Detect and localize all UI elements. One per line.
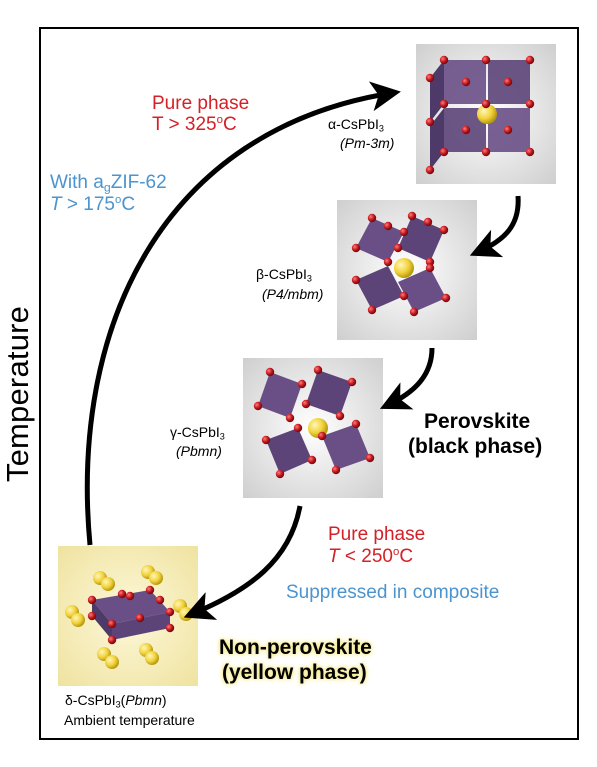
iodide-atom bbox=[285, 413, 295, 423]
iodide-atom bbox=[293, 423, 303, 433]
cooling-pure-temp: T < 250oC bbox=[328, 546, 414, 567]
alpha-space-group: (Pm-3m) bbox=[340, 135, 395, 151]
beta-to-gamma-arrow bbox=[379, 347, 435, 410]
beta-space-group: (P4/mbm) bbox=[262, 286, 324, 302]
iodide-atom bbox=[481, 99, 491, 109]
iodide-atom bbox=[87, 611, 97, 621]
iodide-atom bbox=[367, 213, 377, 223]
iodide-atom bbox=[409, 307, 419, 317]
iodide-atom bbox=[275, 469, 285, 479]
gamma-phase-structure bbox=[243, 358, 383, 498]
iodide-atom bbox=[461, 77, 471, 87]
composite-label: With agZIF-62 bbox=[50, 172, 167, 195]
iodide-atom bbox=[503, 77, 513, 87]
yellow-phase-label: (yellow phase) bbox=[222, 661, 367, 684]
cooling-pure-phase-label: Pure phase bbox=[328, 524, 426, 545]
iodide-atom bbox=[313, 365, 323, 375]
delta-phase-label: δ-CsPbI3(Pbmn) bbox=[65, 692, 167, 710]
beta-phase-structure bbox=[337, 200, 477, 340]
iodide-atom bbox=[425, 165, 435, 175]
iodide-atom bbox=[117, 589, 127, 599]
iodide-atom bbox=[165, 623, 175, 633]
iodide-atom bbox=[383, 221, 393, 231]
iodide-atom bbox=[439, 147, 449, 157]
iodide-atom bbox=[253, 401, 263, 411]
alpha-to-beta-arrow bbox=[469, 195, 521, 258]
iodide-atom bbox=[503, 125, 513, 135]
iodide-atom bbox=[145, 585, 155, 595]
iodide-atom bbox=[307, 455, 317, 465]
non-perovskite-label: Non-perovskite bbox=[219, 636, 372, 659]
iodide-atom bbox=[351, 275, 361, 285]
iodide-atom bbox=[425, 117, 435, 127]
composite-temp: T > 175oC bbox=[50, 194, 136, 215]
iodide-atom bbox=[125, 591, 135, 601]
iodide-atom bbox=[331, 465, 341, 475]
figure-frame bbox=[39, 27, 579, 740]
iodide-atom bbox=[441, 293, 451, 303]
iodide-atom bbox=[317, 431, 327, 441]
iodide-atom bbox=[165, 607, 175, 617]
delta-phase-structure bbox=[58, 546, 198, 686]
iodide-atom bbox=[425, 263, 435, 273]
iodide-atom bbox=[461, 125, 471, 135]
iodide-atom bbox=[335, 411, 345, 421]
iodide-atoms bbox=[87, 55, 535, 645]
iodide-atom bbox=[399, 291, 409, 301]
iodide-atom bbox=[365, 453, 375, 463]
heating-pure-phase-label: Pure phase bbox=[152, 93, 250, 114]
iodide-atom bbox=[425, 73, 435, 83]
iodide-atom bbox=[135, 613, 145, 623]
gamma-to-delta-arrow bbox=[183, 505, 303, 620]
iodide-atom bbox=[481, 147, 491, 157]
gamma-phase-label: γ-CsPbI3 bbox=[170, 424, 225, 442]
iodide-atom bbox=[439, 99, 449, 109]
iodide-atom bbox=[481, 55, 491, 65]
iodide-atom bbox=[525, 99, 535, 109]
iodide-atom bbox=[297, 379, 307, 389]
heating-pure-temp: T > 325oC bbox=[152, 114, 237, 135]
delta-condition: Ambient temperature bbox=[64, 712, 195, 728]
iodide-atom bbox=[393, 243, 403, 253]
iodide-atom bbox=[107, 635, 117, 645]
iodide-atom bbox=[351, 243, 361, 253]
iodide-atom bbox=[439, 55, 449, 65]
iodide-atom bbox=[525, 55, 535, 65]
iodide-atom bbox=[425, 257, 435, 267]
perovskite-label: Perovskite bbox=[424, 410, 531, 433]
iodide-atom bbox=[439, 225, 449, 235]
alpha-phase-label: α-CsPbI3 bbox=[328, 116, 384, 134]
beta-phase-label: β-CsPbI3 bbox=[256, 266, 312, 284]
iodide-atom bbox=[525, 147, 535, 157]
iodide-atom bbox=[155, 595, 165, 605]
iodide-atom bbox=[399, 227, 409, 237]
iodide-atom bbox=[301, 399, 311, 409]
heating-arrow bbox=[84, 81, 401, 546]
iodide-atom bbox=[347, 377, 357, 387]
iodide-atom bbox=[265, 367, 275, 377]
suppressed-label: Suppressed in composite bbox=[286, 582, 500, 603]
iodide-atom bbox=[383, 257, 393, 267]
gamma-space-group: (Pbmn) bbox=[176, 443, 222, 459]
iodide-atom bbox=[423, 217, 433, 227]
iodide-atom bbox=[87, 595, 97, 605]
iodide-atom bbox=[261, 435, 271, 445]
iodide-atom bbox=[107, 619, 117, 629]
iodide-atom bbox=[407, 211, 417, 221]
black-phase-label: (black phase) bbox=[408, 435, 543, 458]
iodide-atom bbox=[351, 419, 361, 429]
alpha-phase-structure bbox=[416, 44, 556, 184]
iodide-atom bbox=[367, 305, 377, 315]
